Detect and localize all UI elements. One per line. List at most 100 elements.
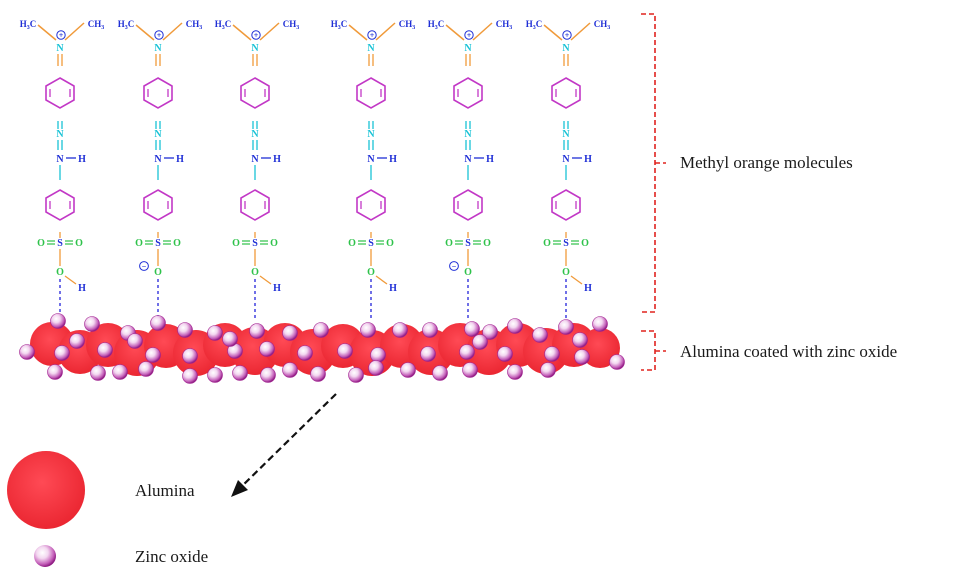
zinc-oxide-particle [482,324,498,340]
zinc-oxide-particle [182,368,198,384]
sulfur-atom: S [252,238,258,249]
hydroxyl-oxygen: O [56,267,64,278]
hydroxyl-oxygen: O [367,267,375,278]
zinc-oxide-particle [558,319,574,335]
amine-nitrogen: N [367,154,375,165]
iminium-nitrogen: N [251,43,259,54]
hydroxyl-oxygen: O [154,267,162,278]
zinc-oxide-particle [432,365,448,381]
amine-hydrogen: H [176,154,184,165]
positive-charge-icon [56,30,66,40]
zinc-oxide-particle [138,361,154,377]
sulfonyl-oxygen-right: O [581,238,589,249]
hydroxyl-oxygen: O [251,267,259,278]
zinc-oxide-particle [145,347,161,363]
methyl-bond-right [375,22,396,41]
zinc-oxide-particle [360,322,376,338]
zoom-arrow-head [231,480,248,497]
iminium-nitrogen: N [154,43,162,54]
methyl-bond-right [570,22,591,41]
zinc-oxide-particle [392,322,408,338]
zinc-oxide-particle [420,346,436,362]
sulfonyl-oxygen-right: O [173,238,181,249]
sulfonyl-oxygen-left: O [543,238,551,249]
zinc-oxide-particle [507,318,523,334]
methyl-bond-left [445,24,465,41]
benzene-ring [356,189,386,221]
sulfur-atom: S [155,238,161,249]
methyl-bond-left [543,24,563,41]
azo-nitrogen: N [562,129,570,140]
zinc-oxide-particle [54,345,70,361]
zinc-oxide-particle [507,364,523,380]
quinoid-ring [143,77,173,109]
methyl-bond-left [135,24,155,41]
amine-hydrogen: H [78,154,86,165]
zinc-oxide-particle [19,344,35,360]
methyl-group-left: H3C [20,19,37,31]
o-h-bond [570,275,583,285]
positive-charge-sign: + [157,31,162,40]
sulfonyl-oxygen-left: O [37,238,45,249]
amine-nitrogen: N [251,154,259,165]
zinc-oxide-particle [47,364,63,380]
zinc-oxide-particle [50,313,66,329]
positive-charge-icon [367,30,377,40]
hydroxyl-hydrogen: H [389,283,397,294]
benzene-ring [453,189,483,221]
zinc-oxide-particle [177,322,193,338]
zinc-oxide-particle [150,315,166,331]
iminium-nitrogen: N [56,43,64,54]
zinc-oxide-particle [282,362,298,378]
zinc-oxide-particle [282,325,298,341]
benzene-ring [551,189,581,221]
sulfur-atom: S [465,238,471,249]
positive-charge-icon [464,30,474,40]
zinc-oxide-particle [497,346,513,362]
methyl-group-left: H3C [526,19,543,31]
legend-alumina-label: Alumina [135,481,195,500]
azo-nitrogen: N [56,129,64,140]
zinc-oxide-particle [540,362,556,378]
zinc-oxide-particle [249,323,265,339]
zinc-oxide-particle [459,344,475,360]
iminium-nitrogen: N [367,43,375,54]
methyl-group-left: H3C [331,19,348,31]
o-h-bond [375,275,388,285]
zinc-oxide-particle [90,365,106,381]
amine-nitrogen: N [464,154,472,165]
sulfur-atom: S [563,238,569,249]
zinc-oxide-particle [313,322,329,338]
alumina-zno-label: Alumina coated with zinc oxide [680,342,897,361]
zinc-oxide-particle [532,327,548,343]
zinc-oxide-particle [462,362,478,378]
methyl-group-right: CH3 [283,19,300,31]
quinoid-ring [45,77,75,109]
quinoid-ring [453,77,483,109]
hydroxyl-oxygen: O [562,267,570,278]
methyl-bond-right [259,22,280,41]
zinc-oxide-particle [422,322,438,338]
methyl-bond-left [232,24,252,41]
benzene-ring [143,189,173,221]
sulfonyl-oxygen-right: O [270,238,278,249]
hydroxyl-hydrogen: H [584,283,592,294]
surface-bracket [641,330,666,371]
zinc-oxide-particle [207,325,223,341]
sulfonyl-oxygen-left: O [348,238,356,249]
methyl-group-left: H3C [428,19,445,31]
sulfonyl-oxygen-right: O [386,238,394,249]
positive-charge-sign: + [467,31,472,40]
amine-hydrogen: H [389,154,397,165]
sulfur-atom: S [368,238,374,249]
methyl-group-right: CH3 [186,19,203,31]
positive-charge-sign: + [565,31,570,40]
methyl-bond-right [162,22,183,41]
zinc-oxide-particle [207,367,223,383]
zinc-oxide-particle [609,354,625,370]
hydroxyl-hydrogen: H [78,283,86,294]
methyl-bond-right [64,22,85,41]
